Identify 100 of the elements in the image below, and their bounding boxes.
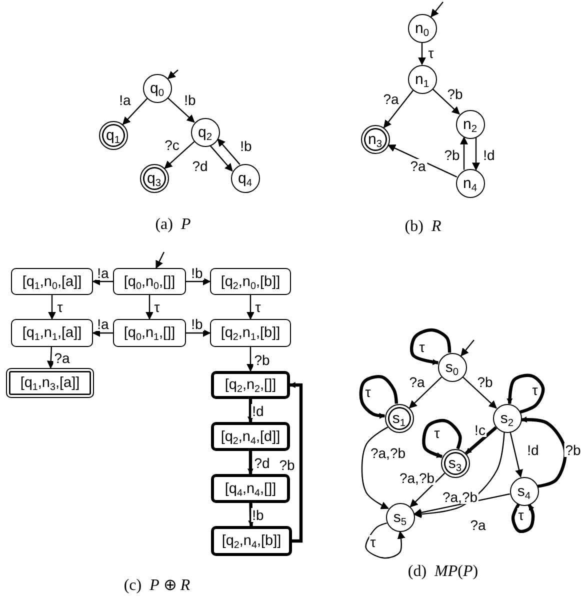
transition-arrow [248, 451, 254, 475]
edge-label: !b [239, 139, 253, 153]
transition-arrow [410, 472, 446, 508]
transition-arrow [246, 295, 254, 320]
edge-label: !a [96, 266, 110, 280]
self-loop-arrow [422, 418, 462, 458]
state-circle: s$_{4}$ [510, 476, 538, 506]
transition-arrow [248, 399, 254, 423]
transition-arrow [432, 88, 460, 115]
edge-label: ?a [409, 159, 427, 173]
state-circle: q$_{2}$ [190, 118, 220, 146]
state-circle: q$_{3}$ [140, 164, 168, 192]
start-arrow [430, 2, 444, 18]
self-loop-arrow [506, 374, 545, 414]
edge-label: τ [531, 383, 539, 397]
transition-arrow [186, 329, 211, 337]
edge-label: !d [482, 148, 496, 162]
state-circle: s$_{0}$ [438, 352, 466, 382]
state-circle: n$_{3}$ [360, 124, 390, 154]
state-box: [q$_{2}$,n$_{4}$,[b]] [211, 526, 292, 556]
edge-label: ?a,?b [441, 490, 479, 504]
edge-label: !a [96, 317, 110, 331]
edge-label: ?a [408, 375, 426, 389]
transition-arrow [46, 346, 55, 369]
transition-arrow [92, 278, 113, 286]
edge-label: !d [251, 404, 265, 418]
state-box: [q$_{1}$,n$_{0}$,[a]] [11, 268, 93, 295]
edge-label: ?c [164, 138, 180, 152]
state-box: [q$_{2}$,n$_{0}$,[b]] [210, 268, 291, 295]
transition-arrow [510, 432, 523, 478]
edge-label: ?a [382, 92, 400, 106]
edge-label: ?b [278, 458, 296, 472]
transition-arrow [92, 329, 113, 337]
start-arrow [156, 252, 165, 269]
self-loop-arrow [359, 375, 398, 419]
transition-arrow [167, 97, 195, 123]
transition-arrow [418, 42, 426, 66]
transition-arrow [408, 376, 442, 408]
edge-label: !b [251, 508, 265, 522]
edge-label: τ [369, 535, 377, 549]
transition-arrow [248, 502, 254, 527]
edge-label: ?d [253, 456, 271, 470]
transition-arrow [520, 416, 567, 488]
edge-label: !b [183, 93, 197, 107]
state-box: [q$_{0}$,n$_{1}$,[]] [113, 319, 186, 347]
state-circle: q$_{4}$ [230, 164, 260, 192]
transition-arrow [413, 493, 510, 516]
transition-arrow [48, 295, 56, 320]
state-circle: n$_{4}$ [456, 168, 484, 198]
transition-arrow [289, 382, 303, 543]
state-circle: n$_{1}$ [408, 64, 436, 94]
state-circle: n$_{0}$ [408, 14, 436, 42]
state-box: [q$_{2}$,n$_{1}$,[b]] [210, 319, 291, 347]
subfigure-caption: (b) R [404, 218, 442, 236]
state-circle: n$_{2}$ [456, 110, 484, 138]
transition-arrow [413, 432, 505, 518]
transition-arrow [122, 98, 148, 125]
transition-arrow [164, 141, 195, 169]
state-circle: s$_{3}$ [440, 448, 470, 478]
edge-label: !c [474, 423, 486, 437]
edge-label: ?b [476, 375, 494, 389]
state-box: [q$_{0}$,n$_{0}$,[]] [113, 268, 186, 295]
state-circle: q$_{1}$ [98, 120, 128, 150]
self-loop-arrow [511, 504, 535, 533]
state-box: [q$_{1}$,n$_{1}$,[a]] [11, 319, 93, 347]
edge-label: ?a,?b [369, 446, 407, 460]
edge-label: ?d [191, 159, 209, 173]
state-circle: s$_{1}$ [384, 404, 414, 432]
transition-arrow [472, 137, 480, 171]
edge-label: !b [190, 266, 204, 280]
edge-label: ?b [446, 87, 464, 101]
transition-arrow [361, 426, 390, 510]
edge-label: !a [118, 93, 132, 107]
edge-label: ?b [564, 443, 581, 457]
state-circle: s$_{2}$ [492, 404, 522, 432]
state-circle: q$_{0}$ [142, 74, 172, 102]
subfigure-caption: (a) P [155, 216, 191, 234]
self-loop-arrow [410, 328, 452, 366]
edge-label: ?a [469, 518, 487, 532]
edge-label: ?b [443, 148, 461, 162]
state-circle: s$_{5}$ [386, 502, 414, 532]
edge-label: ?b [253, 353, 271, 367]
transition-arrow [210, 145, 233, 172]
state-box: [q$_{4}$,n$_{4}$,[]] [211, 474, 290, 503]
edge-label: τ [517, 508, 525, 522]
transition-arrow [217, 138, 240, 165]
edge-label: !d [526, 443, 540, 457]
start-arrow [460, 340, 474, 356]
transition-arrow [460, 136, 468, 170]
transition-arrow [387, 144, 458, 178]
transition-arrow [146, 295, 154, 320]
edge-label: !b [190, 317, 204, 331]
state-box: [q$_{1}$,n$_{3}$,[a]] [6, 368, 94, 398]
start-arrow [167, 70, 178, 80]
transition-arrow [462, 376, 497, 409]
transition-arrow [186, 278, 211, 286]
edge-label: ?a,?b [398, 471, 436, 485]
transition-arrow [383, 90, 414, 128]
edge-label: ?a [53, 351, 71, 365]
transition-arrow [246, 347, 254, 372]
